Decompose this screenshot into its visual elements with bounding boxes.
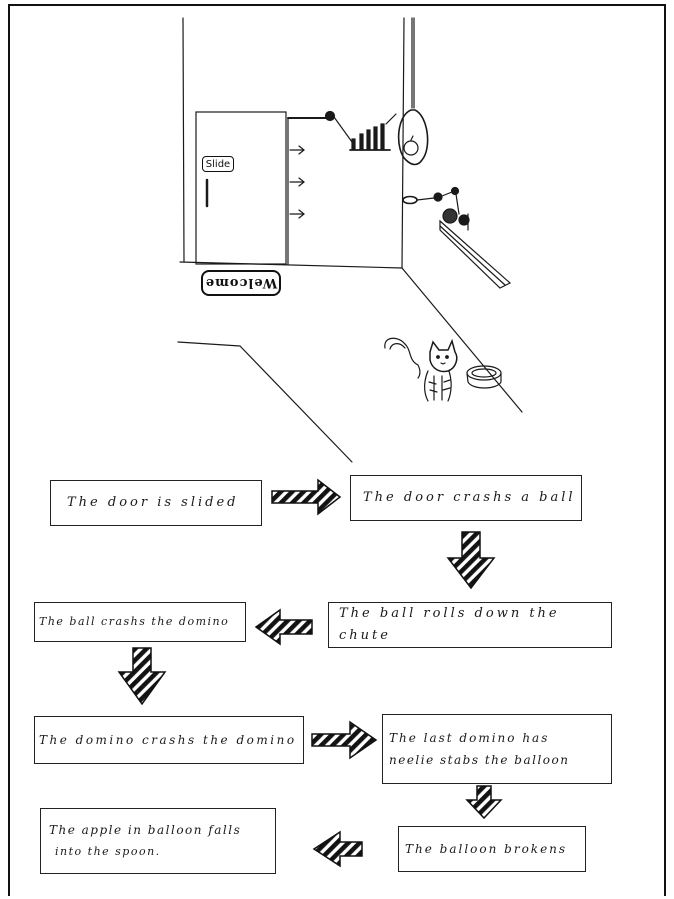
step-6-text-line2: neelie stabs the balloon: [389, 749, 569, 771]
step-8-text-line1: The apple in balloon falls: [49, 819, 241, 841]
pet-bowl: [467, 366, 501, 388]
chute: [440, 209, 510, 288]
arrow-down-2: [119, 648, 165, 704]
arrow-left-2: [314, 832, 362, 866]
step-3-text: The ball rolls down the chute: [339, 603, 611, 647]
door-slide-label: Slide: [202, 156, 234, 172]
step-6-text-line1: The last domino has: [389, 727, 549, 749]
welcome-mat: Welcome: [201, 270, 281, 296]
step-2-box: The door crashs a ball: [350, 475, 582, 521]
cat-drawing: [385, 338, 457, 401]
step-6-box: The last domino has neelie stabs the bal…: [382, 714, 612, 784]
floor-back-line: [180, 262, 402, 268]
arrow-down-3: [467, 786, 501, 818]
step-2-text: The door crashs a ball: [363, 487, 576, 509]
arrow-left-1: [256, 610, 312, 644]
rug-side-line: [240, 346, 352, 462]
rug-top-line: [178, 342, 240, 346]
arrow-right-1: [272, 480, 340, 514]
step-7-box: The balloon brokens: [398, 826, 586, 872]
step-5-box: The domino crashs the domino: [34, 716, 304, 764]
step-1-box: The door is slided: [50, 480, 262, 526]
step-1-text: The door is slided: [67, 492, 238, 514]
floor-right-line: [402, 268, 522, 412]
arrow-down-1: [448, 532, 494, 588]
step-8-box: The apple in balloon falls into the spoo…: [40, 808, 276, 874]
step-7-text: The balloon brokens: [405, 838, 567, 860]
step-3-box: The ball rolls down the chute: [328, 602, 612, 648]
sliding-door: [196, 112, 304, 264]
step-4-box: The ball crashs the domino: [34, 602, 246, 642]
dominoes: [350, 114, 396, 150]
step-8-text-line2: into the spoon.: [49, 841, 161, 863]
step-4-text: The ball crashs the domino: [39, 611, 229, 633]
left-wall-edge: [183, 18, 184, 262]
trigger-rail: [288, 112, 352, 143]
step-5-text: The domino crashs the domino: [39, 729, 297, 751]
arrow-right-2: [312, 722, 376, 758]
corner-wall-edge: [402, 18, 404, 268]
